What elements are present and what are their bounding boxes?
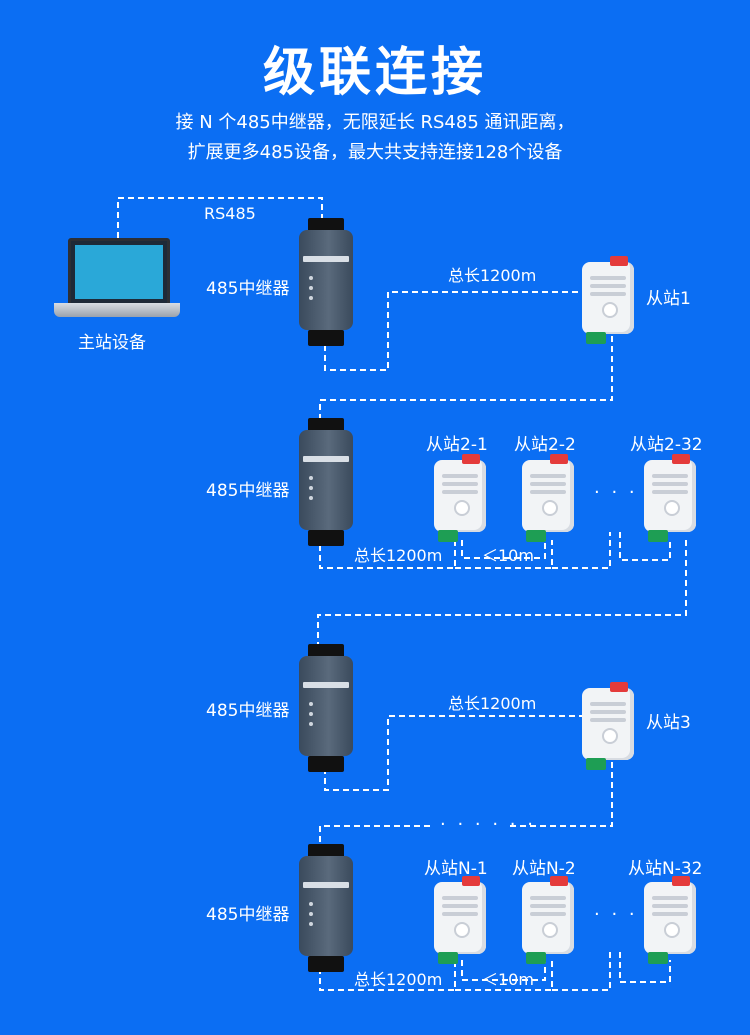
wire-repeater-n-bus-d <box>619 952 671 983</box>
slave-n-1-label: 从站N-1 <box>424 859 488 879</box>
repeater-n-spacing-label: ＜10m <box>482 970 534 989</box>
wire-repeater-2-bus-e <box>461 540 546 559</box>
slave-n-32-label: 从站N-32 <box>628 859 703 879</box>
repeater-n <box>296 838 356 978</box>
repeater-3-length-label: 总长1200m <box>448 694 537 713</box>
slave-n-2-label: 从站N-2 <box>512 859 576 879</box>
subtitle-line-2: 扩展更多485设备，最大共支持连接128个设备 <box>187 142 563 163</box>
wire-repeater-2-bus-d <box>619 532 671 561</box>
wire-repeater-2-bus-c <box>552 532 611 569</box>
repeater-n-length-label: 总长1200m <box>354 970 443 989</box>
repeater-n-label: 485中继器 <box>206 905 290 925</box>
slave-2-32-sensor-icon <box>644 454 696 542</box>
slave-2-2-sensor-icon <box>522 454 574 542</box>
repeater-3 <box>296 638 356 778</box>
slave-2-2-label: 从站2-2 <box>514 435 576 455</box>
repeater-1-length-label: 总长1200m <box>448 266 537 285</box>
slave-2-1-label: 从站2-1 <box>426 435 488 455</box>
repeater-2-spacing-label: ＜10m <box>482 546 534 565</box>
wire-repeater-2-bus-b <box>455 540 553 569</box>
slave-1-sensor-icon <box>582 256 634 344</box>
repeater-2 <box>296 412 356 552</box>
subtitle-line-1: 接 N 个485中继器，无限延长 RS485 通讯距离， <box>175 112 575 133</box>
slave-2-32-label: 从站2-32 <box>630 435 703 455</box>
wire-master-to-repeater-1 <box>117 197 323 238</box>
wire-repeater-n-bus-c <box>552 952 611 991</box>
rs485-label: RS485 <box>204 204 256 223</box>
wire-repeater-n-bus-b <box>455 960 553 991</box>
wire-slave-1-to-repeater-2 <box>319 336 613 418</box>
slave-n-ellipsis: · · · <box>594 904 638 925</box>
laptop-icon <box>68 238 170 306</box>
wire-repeater-n-bus-a <box>319 960 456 991</box>
repeater-3-label: 485中继器 <box>206 701 290 721</box>
laptop-base <box>54 303 180 317</box>
repeater-brand-label <box>303 256 349 262</box>
wire-repeater-n-bus-e <box>461 960 546 981</box>
repeater-1-label: 485中继器 <box>206 279 290 299</box>
slave-2-ellipsis: · · · <box>594 482 638 503</box>
slave-1-label: 从站1 <box>646 289 691 309</box>
wire-repeater-1-to-slave-1 <box>324 291 590 371</box>
wire-slave-3-to-dots <box>510 762 613 827</box>
repeater-2-length-label: 总长1200m <box>354 546 443 565</box>
slave-2-1-sensor-icon <box>434 454 486 542</box>
page-title: 级联连接 <box>262 43 487 103</box>
slave-n-32-sensor-icon <box>644 876 696 964</box>
slave-3-sensor-icon <box>582 682 634 770</box>
wire-dots-to-repeater-n <box>319 825 430 848</box>
wire-repeater-3-to-slave-3 <box>324 715 590 791</box>
wire-repeater-2-bus-a <box>319 540 456 569</box>
repeater-2-label: 485中继器 <box>206 481 290 501</box>
master-device-label: 主站设备 <box>78 333 146 353</box>
cascade-ellipsis: · · · · · · <box>440 814 536 835</box>
slave-n-1-sensor-icon <box>434 876 486 964</box>
slave-n-2-sensor-icon <box>522 876 574 964</box>
repeater-1 <box>296 212 356 352</box>
slave-3-label: 从站3 <box>646 713 691 733</box>
